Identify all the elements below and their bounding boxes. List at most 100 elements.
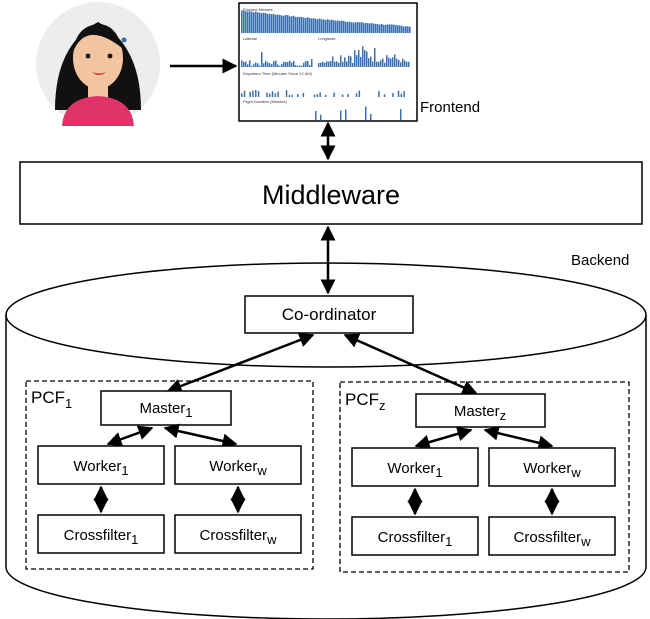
frontend-bar [400,93,403,97]
pcf1-worker-w-box [174,445,302,485]
pcf1-worker-1-label: Worker1 [73,458,128,478]
pcf-group-z: PCFz Masterz Worker1 Workerw Crossfilter… [339,381,630,573]
frontend-bar [266,92,268,97]
frontend-bar [328,61,330,67]
frontend-bar [269,13,271,33]
frontend-bar [378,61,380,67]
frontend-bar [347,21,349,33]
frontend-bar [265,60,267,67]
frontend-bar [339,20,341,33]
middleware-box [19,161,643,225]
coordinator-box [244,295,414,334]
pcf1-crossfilter-w-label: Crossfilterw [200,527,278,547]
frontend-bar [390,58,392,67]
frontend-bar [241,60,243,67]
panel-title-3: Longitude [318,36,336,41]
frontend-bar [257,63,259,67]
frontend-bar [241,10,243,33]
frontend-bar [404,60,406,67]
frontend-bar [259,65,261,67]
frontend-bar [376,61,378,67]
frontend-bar [273,61,275,67]
frontend-bar [330,60,332,67]
frontend-bar [356,55,358,67]
frontend-bar [291,94,293,97]
frontend-bar [357,22,359,33]
frontend-bar [337,20,339,33]
frontend-bar [370,56,372,67]
frontend-bar [311,59,313,67]
frontend-bar [341,20,343,33]
frontend-bar [319,18,321,33]
frontend-bar [340,110,342,120]
frontend-bar [247,64,249,67]
frontend-bar [407,26,409,33]
frontend-bar [309,18,311,33]
frontend-bar [288,95,291,97]
frontend-bar [301,65,303,67]
frontend-bar [333,92,335,97]
masterz-worker1-arrow [414,426,473,450]
avatar-right-eye [107,53,113,59]
frontend-bar [397,90,400,97]
frontend-bar [386,55,388,67]
frontend-bar [289,16,291,33]
pcf-z-boundary [339,381,630,573]
frontend-bar [253,63,255,67]
pcf-1-boundary [25,380,314,570]
pcfz-crossfilter-1-box [351,516,479,556]
avatar-earring [121,37,127,43]
frontend-bar [285,14,287,34]
frontend-bar [243,90,246,97]
frontend-bar [277,64,279,67]
frontend-bar [255,62,257,67]
frontend-bar [243,10,245,33]
frontend-bar [352,62,354,67]
avatar-left-eye [85,53,91,59]
frontend-bar [257,91,260,97]
pcf-1-label: PCF1 [31,388,72,411]
frontend-bar [340,55,342,67]
frontend-bar [251,11,253,34]
frontend-bar [378,90,380,97]
frontend-bar [354,50,356,67]
frontend-bar [392,93,394,97]
frontend-bar [283,61,285,67]
frontend-bar [360,56,362,67]
pcfz-worker-w-label: Workerw [523,460,581,480]
frontend-bar [384,62,386,67]
frontend-bar [317,19,319,33]
frontend-bar [397,25,399,33]
frontend-bar [316,94,319,97]
frontend-bar [257,12,259,33]
frontend-bar [351,22,353,33]
pcfz-worker-1-box [351,447,479,487]
frontend-bar [263,63,265,67]
middleware-label: Middleware [262,180,400,210]
frontend-bar [287,15,289,34]
frontend-bar [345,109,347,120]
frontend-bar [259,12,261,34]
frontend-bar [263,12,265,34]
frontend-bar [303,62,305,67]
frontend-bar [341,94,344,97]
frontend-bar [311,18,313,33]
coordinator-label: Co-ordinator [282,305,377,324]
frontend-bar [334,61,336,67]
frontend-bar [398,59,400,67]
pcf1-crossfilter-1-label: Crossfilter1 [64,527,139,547]
frontend-bar [366,51,368,67]
frontend-bar [265,13,267,33]
frontend-bar [335,20,337,33]
frontend-bar [344,57,346,67]
frontend-bar [249,60,251,67]
frontend-bar [329,20,331,33]
frontend-bar [249,91,251,97]
frontend-bar [261,52,263,67]
pcfz-crossfilter-w-box [488,516,616,556]
frontend-bar [297,16,299,33]
frontend-bar [279,14,281,33]
frontend-bar [363,23,365,33]
frontend-bar [255,90,257,97]
frontend-bar [399,25,401,33]
